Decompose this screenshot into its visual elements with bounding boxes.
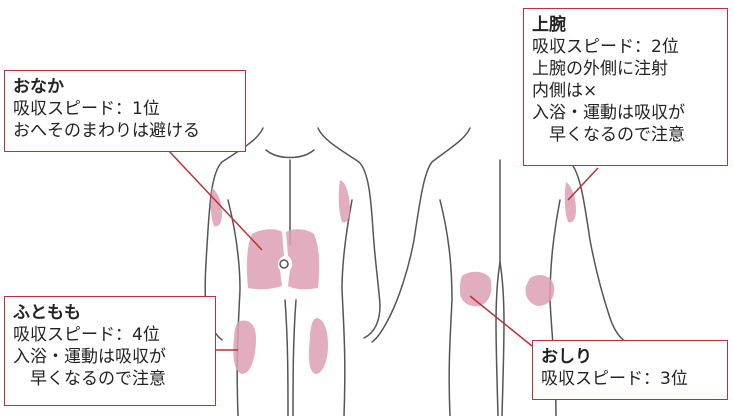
callout-thigh: ふともも 吸収スピード：4位 入浴・運動は吸収が 早くなるので注意 (4, 296, 216, 406)
injection-zones (210, 180, 576, 374)
leader-upper-arm (567, 167, 599, 201)
upper-arm-zone-back-right (564, 182, 576, 223)
buttocks-line: 吸収スピード：3位 (541, 369, 688, 389)
abdomen-title: おなか (13, 77, 64, 97)
buttocks-zone-left (460, 271, 492, 307)
callout-upper-arm: 上腕 吸収スピード：2位 上腕の外側に注射 内側は× 入浴・運動は吸収が 早くな… (523, 8, 728, 166)
leader-abdomen (167, 149, 263, 251)
abdomen-line: 吸収スピード：1位 (13, 99, 160, 119)
buttocks-title: おしり (541, 347, 592, 367)
upper-arm-line: 早くなるので注意 (549, 125, 685, 145)
abdomen-zone-right (286, 229, 320, 290)
thigh-line: 早くなるので注意 (30, 369, 166, 389)
abdomen-line: おへそのまわりは避ける (13, 121, 200, 141)
upper-arm-title: 上腕 (532, 15, 566, 35)
upper-arm-zone-back-left (338, 180, 350, 223)
upper-arm-line: 入浴・運動は吸収が (532, 103, 685, 123)
upper-arm-line: 上腕の外側に注射 (532, 59, 668, 79)
upper-arm-line: 吸収スピード：2位 (532, 37, 679, 57)
abdomen-zone (246, 229, 284, 290)
leader-lines (167, 149, 599, 351)
leader-buttocks (469, 295, 533, 347)
callout-buttocks: おしり 吸収スピード：3位 (532, 340, 728, 400)
thigh-line: 吸収スピード：4位 (13, 325, 160, 345)
thigh-zone-right (308, 318, 328, 374)
thigh-zone-left (233, 320, 256, 374)
callout-abdomen: おなか 吸収スピード：1位 おへそのまわりは避ける (4, 70, 246, 152)
upper-arm-line: 内側は× (532, 81, 598, 101)
upper-arm-zone-front (210, 188, 222, 227)
buttocks-zone-right (525, 275, 555, 306)
thigh-line: 入浴・運動は吸収が (13, 347, 166, 367)
thigh-title: ふともも (13, 303, 81, 323)
